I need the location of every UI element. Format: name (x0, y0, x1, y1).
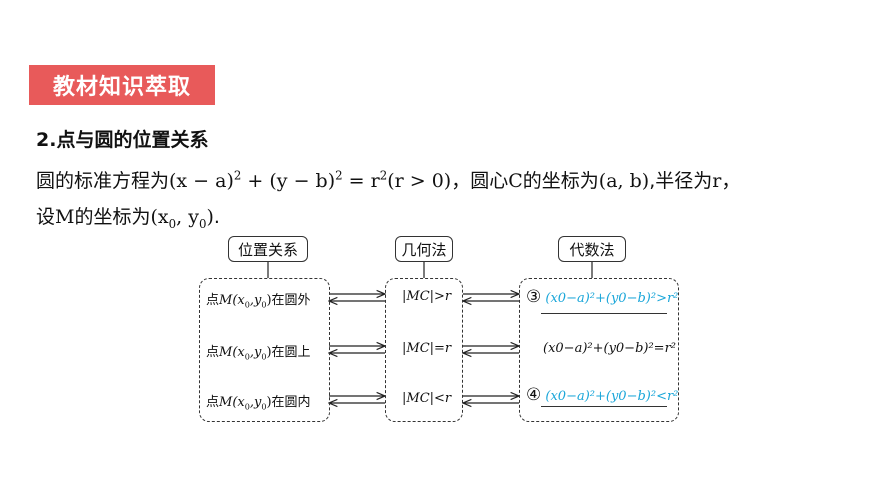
variable: C (508, 170, 523, 192)
subscript: 0 (198, 216, 207, 231)
algebraic-inside: ④ (x0−a)²+(y0−b)²<r² (526, 385, 678, 405)
banner-label: 教材知识萃取 (52, 75, 191, 100)
algebraic-outside: ③ (x0−a)²+(y0−b)²>r² (526, 287, 678, 307)
text: 的坐标为 (74, 206, 151, 228)
exponent: 2 (379, 168, 388, 183)
geometric-outside: |MC|>r (402, 289, 452, 304)
algebraic-column (519, 278, 679, 422)
text: 圆的标准方程为 (36, 170, 170, 192)
header-label: 几何法 (401, 240, 447, 259)
text: . (213, 206, 220, 228)
variable: r (712, 170, 722, 192)
section-banner: 教材知识萃取 (29, 65, 215, 105)
coordinates: ) (206, 206, 214, 228)
positions-column (199, 278, 330, 422)
position-outside: 点M(x0,y0)在圆外 (206, 293, 311, 310)
text: ，圆心 (451, 170, 509, 192)
geometric-on: |MC|=r (402, 341, 452, 356)
paragraph-line-1: 圆的标准方程为(x − a)2 + (y − b)2 = r2(r > 0)，圆… (36, 166, 740, 193)
answer-underline (541, 406, 667, 407)
answer-underline (541, 313, 667, 314)
equation-part: = r (342, 170, 380, 192)
coordinates: (x (150, 206, 169, 228)
coordinates: , y (176, 206, 199, 228)
coordinates: (a, b) (598, 170, 650, 192)
blank-marker: ④ (526, 385, 542, 405)
answer-expression: (x0−a)²+(y0−b)²<r² (545, 389, 679, 404)
position-on: 点M(x0,y0)在圆上 (206, 345, 311, 362)
geometric-column (385, 278, 463, 422)
header-position-relation: 位置关系 (228, 236, 308, 262)
exponent: 2 (233, 168, 242, 183)
equation-part: (x − a) (169, 170, 234, 192)
section-title: 2.点与圆的位置关系 (36, 129, 209, 151)
header-algebraic-method: 代数法 (558, 236, 626, 262)
equation-part: + (y − b) (241, 170, 336, 192)
variable: M (55, 206, 75, 228)
equation-expression: (x0−a)²+(y0−b)²=r² (543, 341, 676, 356)
condition: (r > 0) (387, 170, 452, 192)
algebraic-on: (x0−a)²+(y0−b)²=r² (543, 341, 676, 356)
exponent: 2 (335, 168, 343, 183)
blank-marker: ③ (526, 287, 542, 307)
position-inside: 点M(x0,y0)在圆内 (206, 395, 311, 412)
text: ,半径为 (649, 170, 713, 192)
header-label: 位置关系 (237, 240, 298, 259)
subscript: 0 (168, 216, 177, 231)
paragraph-line-2: 设M的坐标为(x0, y0). (36, 202, 220, 231)
text: ， (721, 170, 741, 192)
header-label: 代数法 (569, 240, 615, 259)
text: 的坐标为 (522, 170, 599, 192)
answer-expression: (x0−a)²+(y0−b)²>r² (545, 291, 679, 306)
text: 设 (36, 206, 56, 228)
geometric-inside: |MC|<r (402, 391, 452, 406)
header-geometric-method: 几何法 (395, 236, 453, 262)
